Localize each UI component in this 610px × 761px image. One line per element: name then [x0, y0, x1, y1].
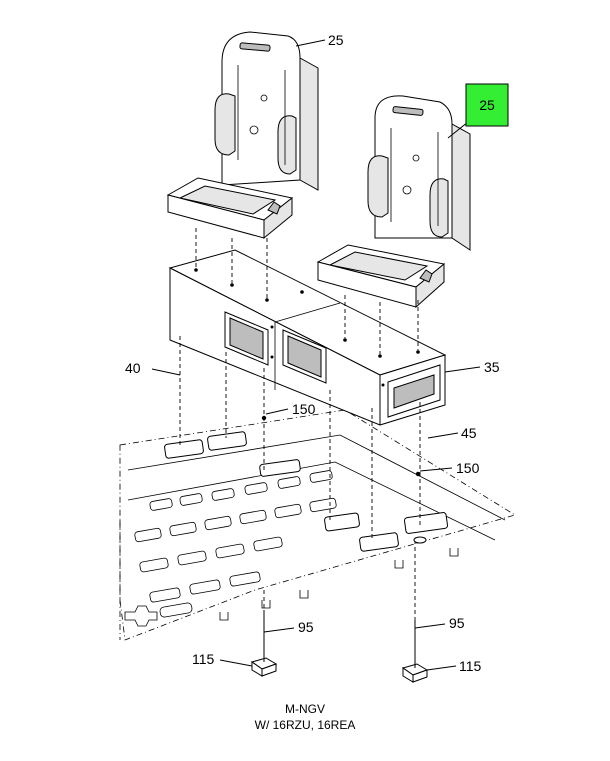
fastener-upper [261, 415, 267, 421]
riser-holes [194, 268, 420, 387]
callout-riser-left[interactable]: 40 [125, 360, 141, 376]
callout-floor-bolts[interactable]: 45 [461, 425, 477, 441]
mounting-pads [164, 431, 449, 552]
callout-seat-right[interactable]: 25 [479, 97, 495, 113]
caption-options: W/ 16RZU, 16REA [254, 718, 356, 732]
seat-logo-right [419, 269, 433, 283]
nut-right [401, 660, 429, 683]
callout-stud-left[interactable]: 95 [298, 619, 314, 635]
callout-stud-right[interactable]: 95 [449, 615, 465, 631]
floor-panel [119, 409, 516, 641]
callout-highlight[interactable]: 25 [465, 83, 509, 127]
callout-nut-right[interactable]: 115 [459, 658, 482, 674]
fastener-lower [415, 471, 421, 477]
callout-riser-right[interactable]: 35 [484, 359, 500, 375]
callout-fastener-upper[interactable]: 150 [292, 401, 316, 417]
highlight-box[interactable] [465, 83, 509, 127]
seat-logo-left [267, 201, 281, 215]
floor-slots [134, 470, 337, 618]
floor-bolt [413, 536, 427, 544]
callout-fastener-lower[interactable]: 150 [456, 460, 480, 476]
caption-model: M-NGV [285, 702, 325, 716]
callout-seat-left[interactable]: 25 [328, 32, 344, 48]
callout-nut-left[interactable]: 115 [192, 651, 215, 667]
seat-riser [168, 249, 447, 426]
seat-left [166, 31, 319, 240]
cross-cutout [124, 605, 158, 627]
floor-tabs [219, 548, 459, 621]
leader-lines [151, 39, 481, 671]
seat-right [316, 95, 471, 309]
nut-left [250, 655, 278, 677]
